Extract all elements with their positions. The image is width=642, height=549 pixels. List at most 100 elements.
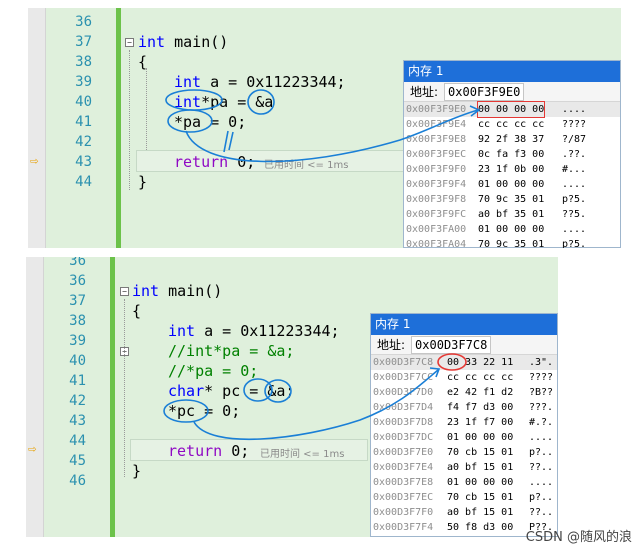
code-line-37[interactable]: int main() [132, 282, 222, 300]
code-line-37[interactable]: int main() [138, 33, 228, 51]
elapsed-time-hint: 已用时间 <= 1ms [260, 449, 345, 460]
collapse-icon[interactable]: − [125, 38, 134, 47]
memory-chars: p?.. [529, 492, 554, 503]
code-line-42[interactable]: char* pc = &a; [168, 382, 294, 400]
memory-bytes[interactable]: 70 9c 35 01 [478, 194, 545, 205]
memory-address: 0x00D3F7E8 [373, 477, 434, 488]
memory-bytes[interactable]: 0c fa f3 00 [478, 149, 545, 160]
memory-address: 0x00F3F9E8 [406, 134, 467, 145]
line-number: 42 [75, 134, 92, 150]
code-editor-top: ⇨ 36 37 38 39 40 41 42 43 44 − int main(… [28, 8, 621, 248]
code-line-46[interactable]: } [132, 462, 142, 480]
memory-chars: ??.. [529, 507, 554, 518]
memory-bytes[interactable]: 50 f8 d3 00 [447, 522, 514, 533]
address-input[interactable]: 0x00D3F7C8 [411, 336, 492, 354]
memory-bytes[interactable]: 70 cb 15 01 [447, 492, 514, 503]
ink-mark [223, 130, 234, 153]
memory-bytes[interactable]: a0 bf 15 01 [447, 507, 514, 518]
memory-chars: p?5. [562, 239, 587, 248]
ink-arrow [193, 369, 439, 441]
memory-bytes[interactable]: a0 bf 35 01 [478, 209, 545, 220]
address-label: 地址: [377, 338, 406, 352]
breakpoint-gutter[interactable] [26, 257, 44, 537]
memory-chars: p?5. [562, 194, 587, 205]
memory-address: 0x00D3F7E4 [373, 462, 434, 473]
code-line-41[interactable]: //*pa = 0; [168, 362, 259, 380]
code-line-41[interactable]: *pa = 0; [174, 113, 247, 131]
memory-address: 0x00D3F7D8 [373, 417, 434, 428]
line-number: 40 [75, 94, 92, 110]
line-number: 37 [75, 34, 92, 50]
memory-bytes[interactable]: 01 00 00 00 [447, 432, 514, 443]
indent-guide [124, 299, 125, 477]
code-text: 0; [222, 442, 250, 460]
memory-bytes[interactable]: 00 33 22 11 [447, 357, 514, 368]
collapse-icon[interactable]: − [120, 287, 129, 296]
memory-bytes[interactable]: 00 00 00 00 [476, 101, 546, 118]
code-line-44[interactable]: } [138, 173, 148, 191]
line-number: 37 [69, 293, 86, 309]
current-line-arrow-icon: ⇨ [28, 441, 37, 457]
memory-bytes[interactable]: 70 cb 15 01 [447, 447, 514, 458]
code-line-43[interactable]: return 0; [174, 153, 255, 171]
keyword: return [174, 153, 229, 171]
memory-bytes[interactable]: a0 bf 15 01 [447, 462, 514, 473]
code-line-39[interactable]: int a = 0x11223344; [168, 322, 340, 340]
memory-bytes[interactable]: f4 f7 d3 00 [447, 402, 514, 413]
ink-circle [264, 379, 292, 403]
code-line-38[interactable]: { [138, 53, 148, 71]
memory-bytes[interactable]: 23 1f f7 00 [447, 417, 514, 428]
memory-chars: ???. [529, 402, 554, 413]
memory-bytes[interactable]: 70 9c 35 01 [478, 239, 545, 248]
memory-bytes[interactable]: cc cc cc cc [478, 119, 545, 130]
memory-bytes[interactable]: 01 00 00 00 [447, 477, 514, 488]
memory-bytes[interactable]: cc cc cc cc [447, 372, 514, 383]
memory-window-title[interactable]: 内存 1 [371, 314, 557, 335]
keyword: char [168, 382, 205, 400]
memory-chars: P??. [529, 522, 554, 533]
memory-bytes[interactable]: 01 00 00 00 [478, 224, 545, 235]
memory-bytes[interactable]: 01 00 00 00 [478, 179, 545, 190]
line-number: 42 [69, 393, 86, 409]
code-line-45[interactable]: return 0; [168, 442, 249, 460]
memory-chars: ???? [562, 119, 587, 130]
code-line-40[interactable]: //int*pa = &a; [168, 342, 295, 360]
memory-chars: .... [562, 104, 587, 115]
memory-address: 0x00D3F7D0 [373, 387, 434, 398]
breakpoint-gutter[interactable] [28, 8, 46, 248]
memory-bytes[interactable]: e2 42 f1 d2 [447, 387, 514, 398]
code-line-38[interactable]: { [132, 302, 142, 320]
address-input[interactable]: 0x00F3F9E0 [444, 83, 525, 101]
memory-bytes[interactable]: 92 2f 38 37 [478, 134, 545, 145]
memory-bytes[interactable]: 23 1f 0b 00 [478, 164, 545, 175]
memory-chars: ??5. [562, 209, 587, 220]
memory-window-title[interactable]: 内存 1 [404, 61, 620, 82]
memory-address: 0x00D3F7E0 [373, 447, 434, 458]
code-line-39[interactable]: int a = 0x11223344; [174, 73, 346, 91]
